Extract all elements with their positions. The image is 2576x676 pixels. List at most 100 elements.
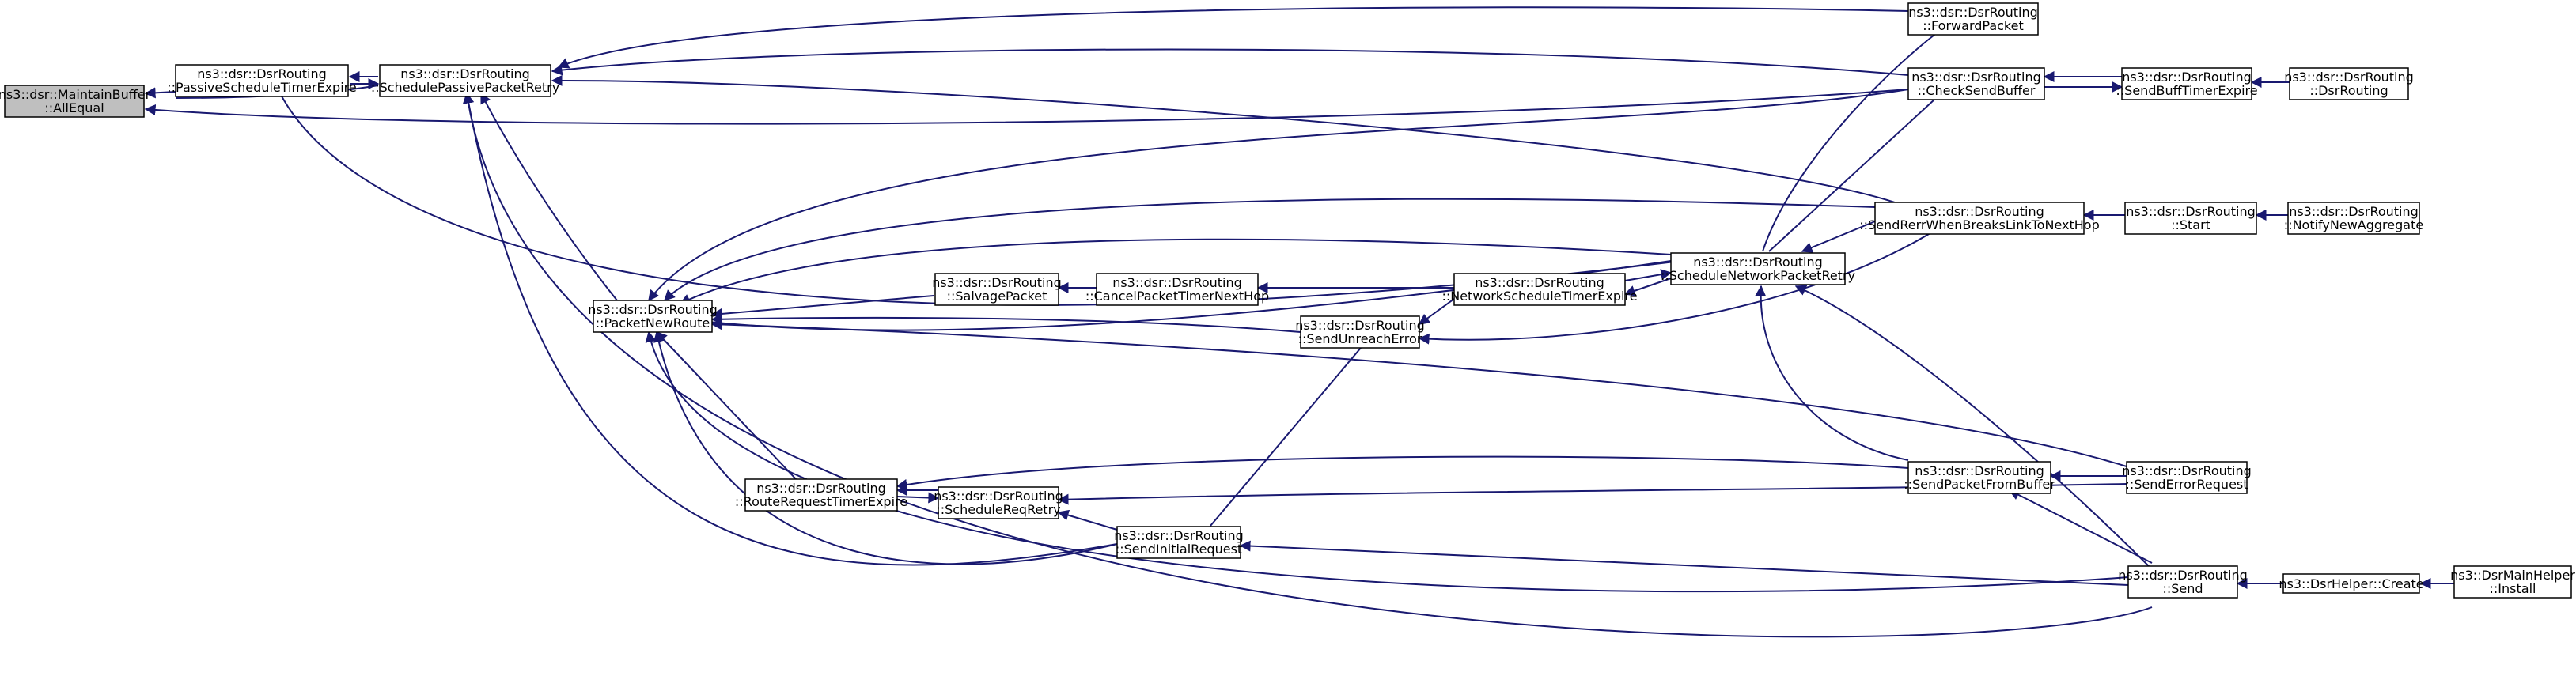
edge-sendrerr-schedulenetworkpacketretry [1801,221,1876,253]
node-salvagepacket-line2: ::SalvagePacket [947,289,1047,304]
edge-networkscheduletimerexpire-sendunreacherror [1418,298,1455,325]
edge-checksendbuffer-packetnewroute [648,89,1909,302]
node-notifynewaggregate-line2: ::NotifyNewAggregate [2284,217,2423,232]
node-send-line1: ns3::dsr::DsrRouting [2118,568,2248,583]
node-schedulepassivepacketretry-line1: ns3::dsr::DsrRouting [400,66,530,81]
node-start-line1: ns3::dsr::DsrRouting [2126,204,2256,219]
node-install[interactable]: ns3::DsrMainHelper ::Install [2450,565,2575,599]
edge-passivescheduletimerexpire-allequal [144,87,176,99]
node-schedulepassivepacketretry-line2: ::SchedulePassivePacketRetry [371,80,559,95]
edge-sendinitialrequest-schedulepassivepacketretry [463,92,1118,566]
node-sendinitialrequest-line2: ::SendInitialRequest [1116,542,1242,557]
node-networkscheduletimerexpire-line2: ::NetworkScheduleTimerExpire [1441,289,1637,304]
node-routerequesttimerexpire-line1: ns3::dsr::DsrRouting [756,481,886,496]
edge-sendunreacherror-packetnewroute [710,313,1301,333]
node-send-line2: ::Send [2162,581,2203,596]
edge-forwardpacket-schedulepassivepacketretry [557,6,1909,69]
edge-sendrerr-sendunreacherror [1418,222,1947,345]
node-routerequesttimerexpire-line2: ::RouteRequestTimerExpire [735,494,907,509]
node-passivescheduletimerexpire[interactable]: ns3::dsr::DsrRouting ::PassiveScheduleTi… [167,64,357,97]
node-dsrhelpercreate[interactable]: ns3::DsrHelper::Create [2279,573,2424,594]
node-allequal-line2: ::AllEqual [44,100,104,115]
node-dsrrouting[interactable]: ns3::dsr::DsrRouting ::DsrRouting [2284,67,2414,100]
edges [144,6,2454,638]
node-sendpacketfrombuffer[interactable]: ns3::dsr::DsrRouting ::SendPacketFromBuf… [1904,461,2055,494]
edge-schedulenetworkpacketretry-packetnewroute-2 [679,238,1672,304]
node-senderrorrequest-line1: ns3::dsr::DsrRouting [2122,463,2252,478]
edge-checksendbuffer-schedulepassivepacketretry [551,48,1909,76]
node-schedulereqretry-line1: ns3::dsr::DsrRouting [934,489,1063,504]
node-checksendbuffer-line1: ns3::dsr::DsrRouting [1911,70,2041,85]
edge-checksendbuffer-schedulenetworkpacketretry [1768,89,1945,252]
edge-send-sendpacketfrombuffer [2008,489,2153,564]
node-passivescheduletimerexpire-line1: ns3::dsr::DsrRouting [197,66,327,81]
edge-send-sendinitialrequest [1239,540,2129,586]
edge-sendpacketfrombuffer-routerequesttimerexpire [896,455,1909,490]
edge-packetnewroute-schedulepassivepacketretry [480,92,618,301]
node-start[interactable]: ns3::dsr::DsrRouting ::Start [2124,202,2257,235]
node-sendinitialrequest[interactable]: ns3::dsr::DsrRouting ::SendInitialReques… [1114,526,1244,559]
node-forwardpacket-line1: ns3::dsr::DsrRouting [1908,5,2038,20]
node-start-line2: ::Start [2171,217,2210,232]
node-senderrorrequest[interactable]: ns3::dsr::DsrRouting ::SendErrorRequest [2122,461,2252,494]
node-allequal[interactable]: ns3::dsr::MaintainBuffer ::AllEqual [0,85,151,118]
edge-salvagepacket-packetnewroute [710,295,934,319]
node-install-line2: ::Install [2490,581,2536,596]
node-sendunreacherror[interactable]: ns3::dsr::DsrRouting ::SendUnreachError [1295,315,1425,349]
node-senderrorrequest-line2: ::SendErrorRequest [2125,477,2248,492]
edge-routerequesttimerexpire-schedulereqretry [896,492,940,504]
edge-sendrerr-schedulepassivepacketretry [551,74,1909,208]
edge-send-schedulepassivepacketretry [462,92,2153,638]
node-checksendbuffer[interactable]: ns3::dsr::DsrRouting ::CheckSendBuffer [1907,67,2045,100]
node-forwardpacket-line2: ::ForwardPacket [1923,18,2023,33]
node-passivescheduletimerexpire-line2: ::PassiveScheduleTimerExpire [167,80,356,95]
edge-passivescheduletimerexpire-packetnewroute [279,93,1682,306]
node-forwardpacket[interactable]: ns3::dsr::DsrRouting ::ForwardPacket [1907,2,2039,36]
node-schedulereqretry-line2: ::ScheduleReqRetry [936,502,1060,517]
edge-sendrerr-packetnewroute [664,198,1876,301]
nodes: ns3::dsr::MaintainBuffer ::AllEqual ns3:… [0,2,2575,599]
node-notifynewaggregate-line1: ns3::dsr::DsrRouting [2289,204,2419,219]
node-routerequesttimerexpire[interactable]: ns3::dsr::DsrRouting ::RouteRequestTimer… [735,478,907,512]
node-send[interactable]: ns3::dsr::DsrRouting ::Send [2118,565,2248,599]
node-schedulenetworkpacketretry-line1: ns3::dsr::DsrRouting [1693,255,1823,270]
node-packetnewroute-line2: ::PacketNewRoute [596,315,710,330]
edge-sendpacketfrombuffer-schedulenetworkpacketretry [1755,285,1909,461]
node-notifynewaggregate[interactable]: ns3::dsr::DsrRouting ::NotifyNewAggregat… [2284,202,2423,235]
node-sendinitialrequest-line1: ns3::dsr::DsrRouting [1114,528,1244,543]
node-packetnewroute[interactable]: ns3::dsr::DsrRouting ::PacketNewRoute [588,300,718,333]
node-networkscheduletimerexpire-line1: ns3::dsr::DsrRouting [1475,275,1604,290]
node-sendbufftimerexpire-line1: ns3::dsr::DsrRouting [2122,70,2252,85]
edge-routerequesttimerexpire-packetnewroute [656,330,798,482]
node-salvagepacket[interactable]: ns3::dsr::DsrRouting ::SalvagePacket [932,273,1062,306]
node-schedulereqretry[interactable]: ns3::dsr::DsrRouting ::ScheduleReqRetry [934,486,1063,519]
edge-sendinitialrequest-schedulereqretry [1057,509,1118,531]
node-packetnewroute-line1: ns3::dsr::DsrRouting [588,302,718,317]
node-networkscheduletimerexpire[interactable]: ns3::dsr::DsrRouting ::NetworkScheduleTi… [1441,273,1638,306]
node-sendbufftimerexpire[interactable]: ns3::dsr::DsrRouting ::SendBuffTimerExpi… [2116,67,2258,100]
node-install-line1: ns3::DsrMainHelper [2450,568,2575,583]
node-checksendbuffer-line2: ::CheckSendBuffer [1918,83,2036,98]
node-salvagepacket-line1: ns3::dsr::DsrRouting [932,275,1062,290]
node-sendpacketfrombuffer-line1: ns3::dsr::DsrRouting [1915,463,2044,478]
node-schedulenetworkpacketretry[interactable]: ns3::dsr::DsrRouting ::ScheduleNetworkPa… [1661,252,1855,285]
node-sendunreacherror-line1: ns3::dsr::DsrRouting [1295,318,1425,333]
node-dsrhelpercreate-line1: ns3::DsrHelper::Create [2279,576,2423,591]
node-sendrerrwhenbreakslinktonexthop[interactable]: ns3::dsr::DsrRouting ::SendRerrWhenBreak… [1859,202,2100,235]
node-schedulepassivepacketretry[interactable]: ns3::dsr::DsrRouting ::SchedulePassivePa… [371,64,559,97]
node-sendpacketfrombuffer-line2: ::SendPacketFromBuffer [1904,477,2055,492]
edge-sendunreacherror-sendinitialrequest [1210,347,1362,527]
node-cancelpackettimernexthop[interactable]: ns3::dsr::DsrRouting ::CancelPacketTimer… [1085,273,1269,306]
edge-schedulenetworkpacketretry-networkscheduletimerexpire [1623,278,1672,296]
node-sendrerrwhenbreakslinktonexthop-line1: ns3::dsr::DsrRouting [1915,204,2044,219]
node-schedulenetworkpacketretry-line2: ::ScheduleNetworkPacketRetry [1661,268,1855,283]
edge-sendinitialrequest-packetnewroute [653,330,1118,565]
node-sendbufftimerexpire-line2: ::SendBuffTimerExpire [2116,83,2257,98]
node-dsrrouting-line2: ::DsrRouting [2309,83,2388,98]
node-allequal-line1: ns3::dsr::MaintainBuffer [0,87,151,102]
node-dsrrouting-line1: ns3::dsr::DsrRouting [2284,70,2414,85]
node-sendunreacherror-line2: ::SendUnreachError [1298,331,1422,346]
edge-networkscheduletimerexpire-schedulenetworkpacketretry [1624,269,1673,281]
node-cancelpackettimernexthop-line1: ns3::dsr::DsrRouting [1112,275,1242,290]
edge-checksendbuffer-allequal [144,89,1909,125]
